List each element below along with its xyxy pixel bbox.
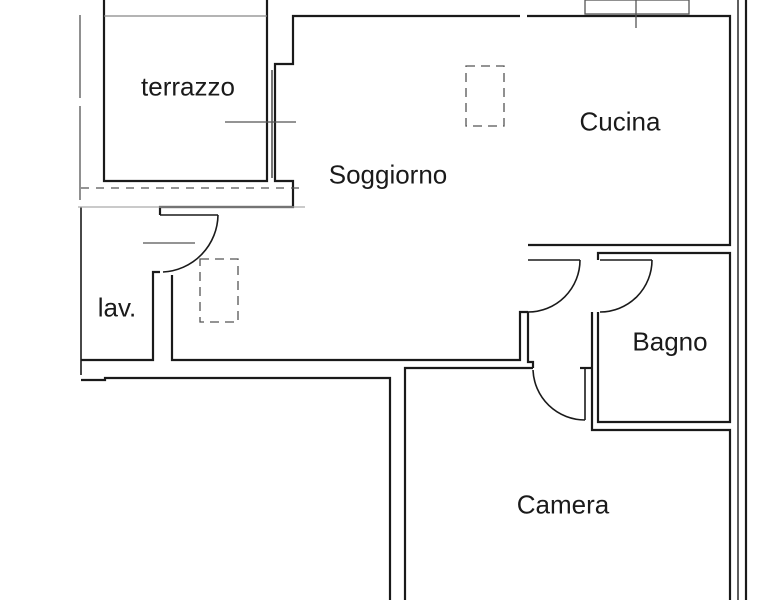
skylight-soggiorno (465, 65, 505, 127)
room-label-bagno: Bagno (632, 326, 708, 357)
soggiorno-south-wall (170, 275, 528, 362)
room-label-lavanderia: lav. (97, 292, 137, 323)
doors (160, 70, 653, 421)
auxiliary-lines (78, 0, 690, 323)
room-label-soggiorno: Soggiorno (328, 159, 448, 190)
camera-east-wall (590, 312, 732, 600)
outer-south-wall (81, 376, 392, 600)
lav-wall (81, 270, 160, 362)
bagno-walls (596, 251, 732, 424)
door-swing-bagno (599, 259, 653, 313)
terrazzo-walls (102, 0, 269, 183)
cucina-north-wall (527, 14, 732, 247)
door-swing-camera (532, 369, 586, 421)
room-label-terrazzo: terrazzo (141, 71, 235, 102)
door-swing-lav (162, 214, 219, 273)
skylight-ingresso (199, 258, 239, 323)
camera-walls (403, 366, 533, 600)
walls (80, 0, 748, 600)
room-label-cucina: Cucina (579, 106, 661, 137)
door-swing-cucina (527, 259, 581, 313)
room-label-camera: Camera (516, 489, 610, 520)
